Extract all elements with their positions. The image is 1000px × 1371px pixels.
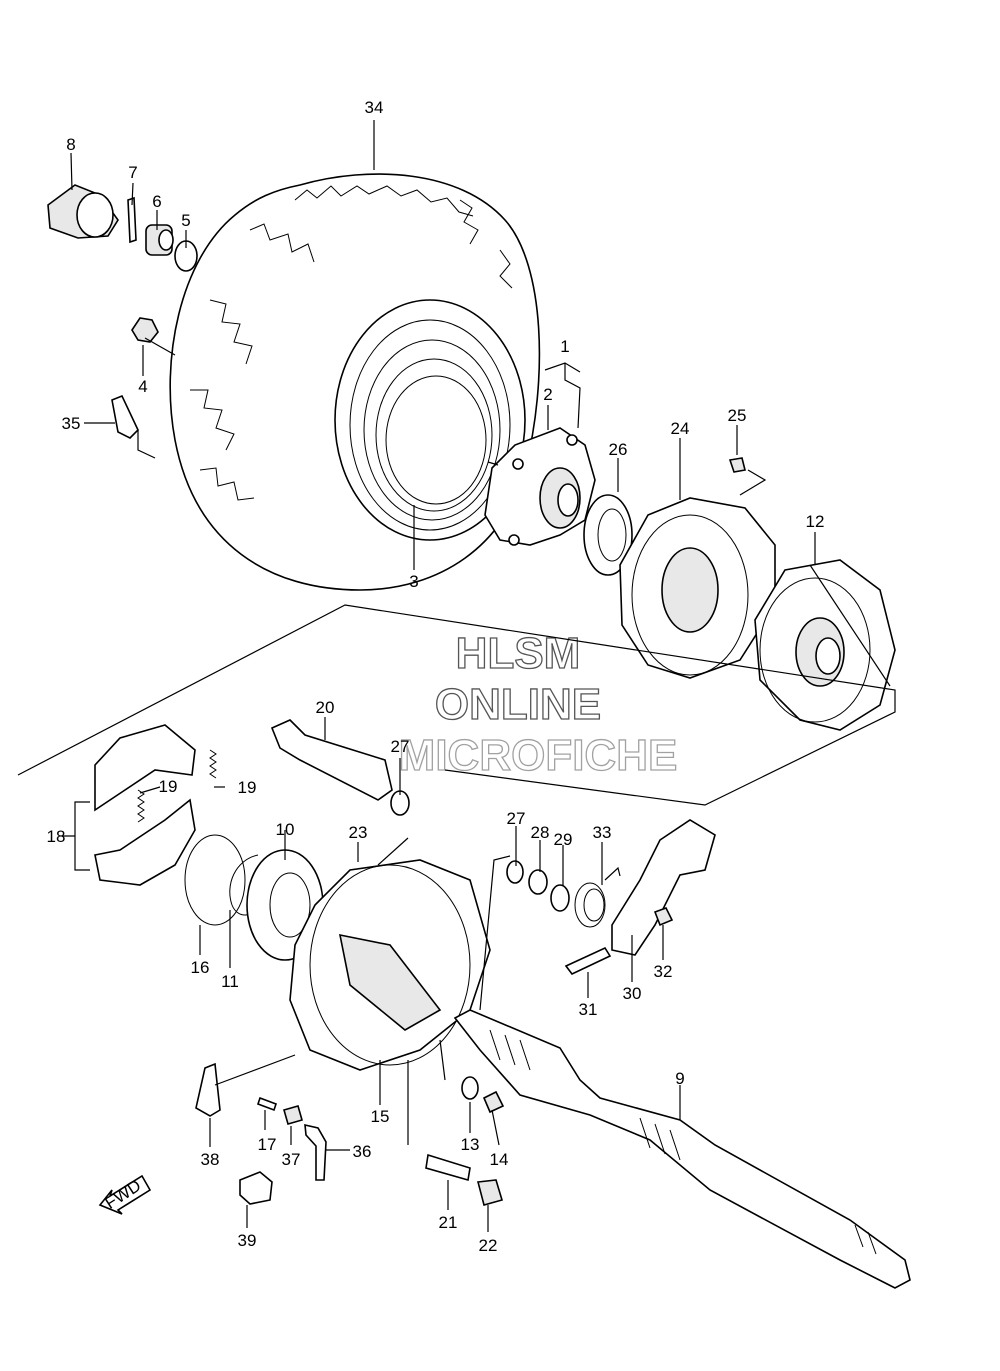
callout-13: 13 <box>461 1135 480 1154</box>
cable-guide-part-38 <box>195 1062 221 1117</box>
circlip-part <box>184 834 246 926</box>
clip-part-37 <box>283 1105 303 1125</box>
pin-part-17 <box>256 1096 278 1112</box>
washer-part-13 <box>461 1076 479 1100</box>
callout-18: 18 <box>47 827 66 846</box>
callout-14: 14 <box>490 1150 509 1169</box>
callout-19-right: 19 <box>238 778 257 797</box>
return-spring-part <box>574 882 606 928</box>
callout-30: 30 <box>623 984 642 1003</box>
hub-cap-part <box>47 184 119 239</box>
rear-axle-part <box>453 1009 911 1289</box>
watermark-line-2: ONLINE <box>435 680 601 729</box>
callout-24: 24 <box>671 419 690 438</box>
callout-27-lower: 27 <box>507 809 526 828</box>
brake-drum-part <box>754 559 896 731</box>
callout-12: 12 <box>806 512 825 531</box>
callout-29: 29 <box>554 830 573 849</box>
callout-35: 35 <box>62 414 81 433</box>
arm-bolt-part <box>564 946 612 976</box>
brake-spring-part-2 <box>209 749 217 779</box>
callout-36: 36 <box>353 1142 372 1161</box>
callout-1: 1 <box>560 337 569 356</box>
callout-33: 33 <box>593 823 612 842</box>
tire-part <box>169 173 541 591</box>
forward-direction-arrow: FWD <box>98 1174 152 1215</box>
wheel-nut-part <box>131 317 159 343</box>
assembly-group-frame <box>17 604 896 806</box>
callout-20: 20 <box>316 698 335 717</box>
brake-panel-part <box>289 859 491 1071</box>
callout-19-left: 19 <box>159 777 178 796</box>
callout-labels: 34 8 7 6 5 4 35 3 1 2 26 24 25 12 20 27 … <box>47 98 825 1255</box>
callout-28: 28 <box>531 823 550 842</box>
watermark-line-3: MICROFICHE <box>399 731 678 780</box>
brake-shoe-part <box>94 724 196 886</box>
brake-arm-part <box>611 819 716 956</box>
callout-21: 21 <box>439 1213 458 1232</box>
callout-4: 4 <box>138 377 147 396</box>
o-ring-part-2 <box>506 860 524 884</box>
callout-38: 38 <box>201 1150 220 1169</box>
callout-22: 22 <box>479 1236 498 1255</box>
callout-8: 8 <box>66 135 75 154</box>
callout-32: 32 <box>654 962 673 981</box>
leader-lines <box>62 120 891 1232</box>
arm-nut-part <box>653 907 674 927</box>
watermark-line-1: HLSM <box>456 629 581 678</box>
callout-11: 11 <box>221 972 239 991</box>
clamp-part-39 <box>239 1171 273 1205</box>
brake-spring-part <box>137 789 145 823</box>
washer-part-29 <box>550 884 570 912</box>
callout-17: 17 <box>258 1135 277 1154</box>
callout-25: 25 <box>728 406 747 425</box>
nut-part-22 <box>476 1179 504 1206</box>
callout-39: 39 <box>238 1231 257 1250</box>
castle-nut-part <box>145 224 174 256</box>
callout-27-upper: 27 <box>391 737 410 756</box>
callout-26: 26 <box>609 440 628 459</box>
callout-3: 3 <box>409 572 418 591</box>
hose-part-36 <box>304 1123 327 1181</box>
callout-5: 5 <box>181 211 190 230</box>
drum-bolt-part <box>728 457 746 473</box>
callout-34: 34 <box>365 98 384 117</box>
callout-9: 9 <box>675 1069 684 1088</box>
callout-10: 10 <box>276 820 295 839</box>
callout-23: 23 <box>349 823 368 842</box>
callout-16: 16 <box>191 958 210 977</box>
seal-part-28 <box>528 869 548 895</box>
callout-31: 31 <box>579 1000 598 1019</box>
bolt-part-14 <box>482 1090 505 1114</box>
brake-camshaft-part <box>270 719 393 801</box>
callout-6: 6 <box>152 192 161 211</box>
oil-seal-part <box>583 494 633 576</box>
callout-37: 37 <box>282 1150 301 1169</box>
stud-bolt-part-21 <box>425 1153 471 1182</box>
callout-15: 15 <box>371 1107 390 1126</box>
callout-2: 2 <box>543 385 552 404</box>
tire-valve-part <box>111 394 139 439</box>
callout-7: 7 <box>128 163 137 182</box>
brake-drum-cover-part <box>619 497 776 679</box>
